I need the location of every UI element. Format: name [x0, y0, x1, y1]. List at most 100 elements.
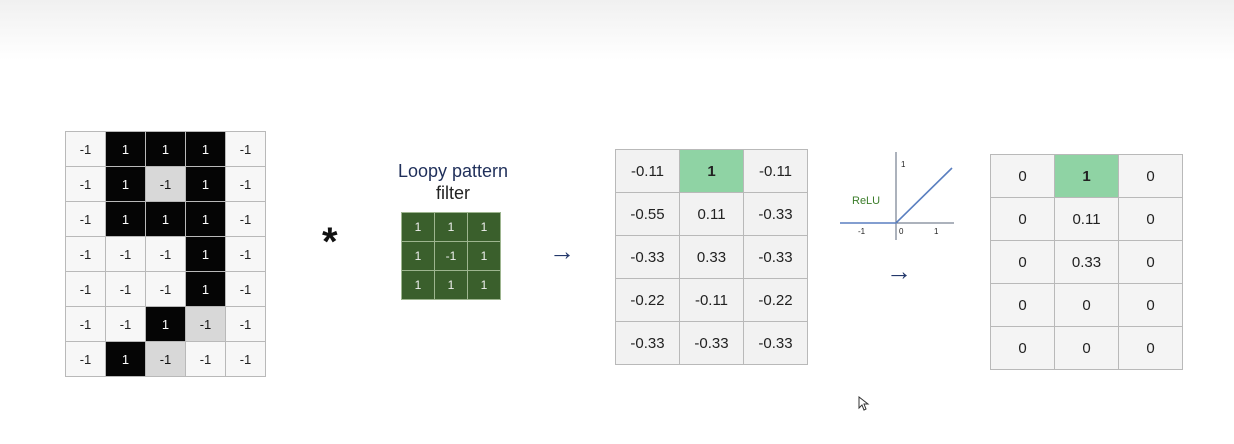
input-grid-cell: -1 — [65, 201, 106, 237]
relu-output-cell: 0 — [1118, 154, 1183, 198]
input-grid-cell: 1 — [145, 131, 186, 167]
conv-output-cell: -0.11 — [615, 149, 680, 193]
relu-output-cell: 1 — [1054, 154, 1119, 198]
relu-tick-y1: 1 — [901, 160, 906, 169]
conv-output-cell: -0.11 — [743, 149, 808, 193]
input-grid-cell: -1 — [225, 131, 266, 167]
input-grid-cell: -1 — [105, 271, 146, 307]
conv-output-cell: -0.22 — [743, 278, 808, 322]
relu-plot: ReLU -1 0 1 1 — [840, 152, 954, 240]
input-grid-cell: 1 — [105, 166, 146, 202]
conv-output-cell: -0.55 — [615, 192, 680, 236]
conv-output-cell: -0.33 — [743, 235, 808, 279]
conv-output-cell: -0.33 — [679, 321, 744, 365]
convolution-operator: * — [322, 220, 338, 264]
filter-grid-cell: 1 — [401, 270, 435, 300]
input-grid-cell: 1 — [105, 131, 146, 167]
input-grid-cell: -1 — [225, 201, 266, 237]
conv-output-cell: 0.11 — [679, 192, 744, 236]
input-grid-cell: 1 — [145, 201, 186, 237]
input-grid-cell: -1 — [145, 236, 186, 272]
relu-output-cell: 0 — [1118, 240, 1183, 284]
relu-output-cell: 0 — [1054, 283, 1119, 327]
filter-grid-cell: 1 — [401, 241, 435, 271]
conv-output-cell: -0.33 — [743, 192, 808, 236]
mouse-cursor-icon — [858, 396, 870, 411]
input-grid-cell: -1 — [105, 306, 146, 342]
right-arrow-icon: → — [549, 236, 575, 266]
top-fade-bar — [0, 0, 1234, 60]
conv-output-row: -0.33-0.33-0.33 — [615, 321, 808, 365]
input-grid-cell: 1 — [185, 271, 226, 307]
relu-tick-0: 0 — [899, 227, 904, 236]
input-grid-cell: 1 — [185, 131, 226, 167]
input-grid-cell: -1 — [225, 236, 266, 272]
relu-output-cell: 0 — [1118, 283, 1183, 327]
filter-grid-cell: 1 — [401, 212, 435, 242]
input-grid-cell: -1 — [65, 271, 106, 307]
relu-tick-neg1: -1 — [858, 227, 866, 236]
input-grid-cell: 1 — [185, 201, 226, 237]
input-grid-cell: -1 — [225, 306, 266, 342]
conv-output-cell: 0.33 — [679, 235, 744, 279]
filter-grid-cell: -1 — [434, 241, 468, 271]
filter-title: Loopy pattern filter — [372, 160, 534, 204]
input-grid-cell: -1 — [65, 131, 106, 167]
input-grid-cell: 1 — [185, 236, 226, 272]
relu-output-cell: 0 — [1118, 326, 1183, 370]
relu-output-cell: 0 — [1054, 326, 1119, 370]
relu-output-cell: 0 — [990, 326, 1055, 370]
filter-title-line: Loopy pattern — [397, 161, 509, 181]
relu-output-cell: 0 — [990, 283, 1055, 327]
right-arrow-icon: → — [886, 256, 912, 286]
input-grid-cell: -1 — [65, 306, 106, 342]
relu-output-cell: 0 — [990, 240, 1055, 284]
conv-output-row: -0.22-0.11-0.22 — [615, 278, 808, 322]
filter-grid-cell: 1 — [467, 270, 501, 300]
relu-output-cell: 0 — [990, 197, 1055, 241]
input-grid-cell: 1 — [105, 341, 146, 377]
input-grid-cell: 1 — [185, 166, 226, 202]
filter-grid-cell: 1 — [434, 212, 468, 242]
input-grid-cell: -1 — [225, 271, 266, 307]
filter-grid-cell: 1 — [434, 270, 468, 300]
input-grid-cell: -1 — [225, 341, 266, 377]
conv-output-cell: -0.22 — [615, 278, 680, 322]
conv-output-cell: -0.33 — [615, 321, 680, 365]
relu-label: ReLU — [852, 195, 880, 207]
relu-tick-1: 1 — [934, 227, 939, 236]
relu-output-cell: 0 — [990, 154, 1055, 198]
input-grid-cell: 1 — [105, 201, 146, 237]
relu-output-cell: 0.11 — [1054, 197, 1119, 241]
conv-output-cell: -0.33 — [615, 235, 680, 279]
input-grid-cell: -1 — [65, 236, 106, 272]
filter-grid-cell: 1 — [467, 241, 501, 271]
input-grid-cell: -1 — [105, 236, 146, 272]
conv-output-cell: -0.11 — [679, 278, 744, 322]
relu-output-cell: 0.33 — [1054, 240, 1119, 284]
conv-output-cell: 1 — [679, 149, 744, 193]
relu-output-cell: 0 — [1118, 197, 1183, 241]
input-grid-cell: -1 — [185, 306, 226, 342]
input-grid-cell: -1 — [145, 341, 186, 377]
input-grid-cell: 1 — [145, 306, 186, 342]
